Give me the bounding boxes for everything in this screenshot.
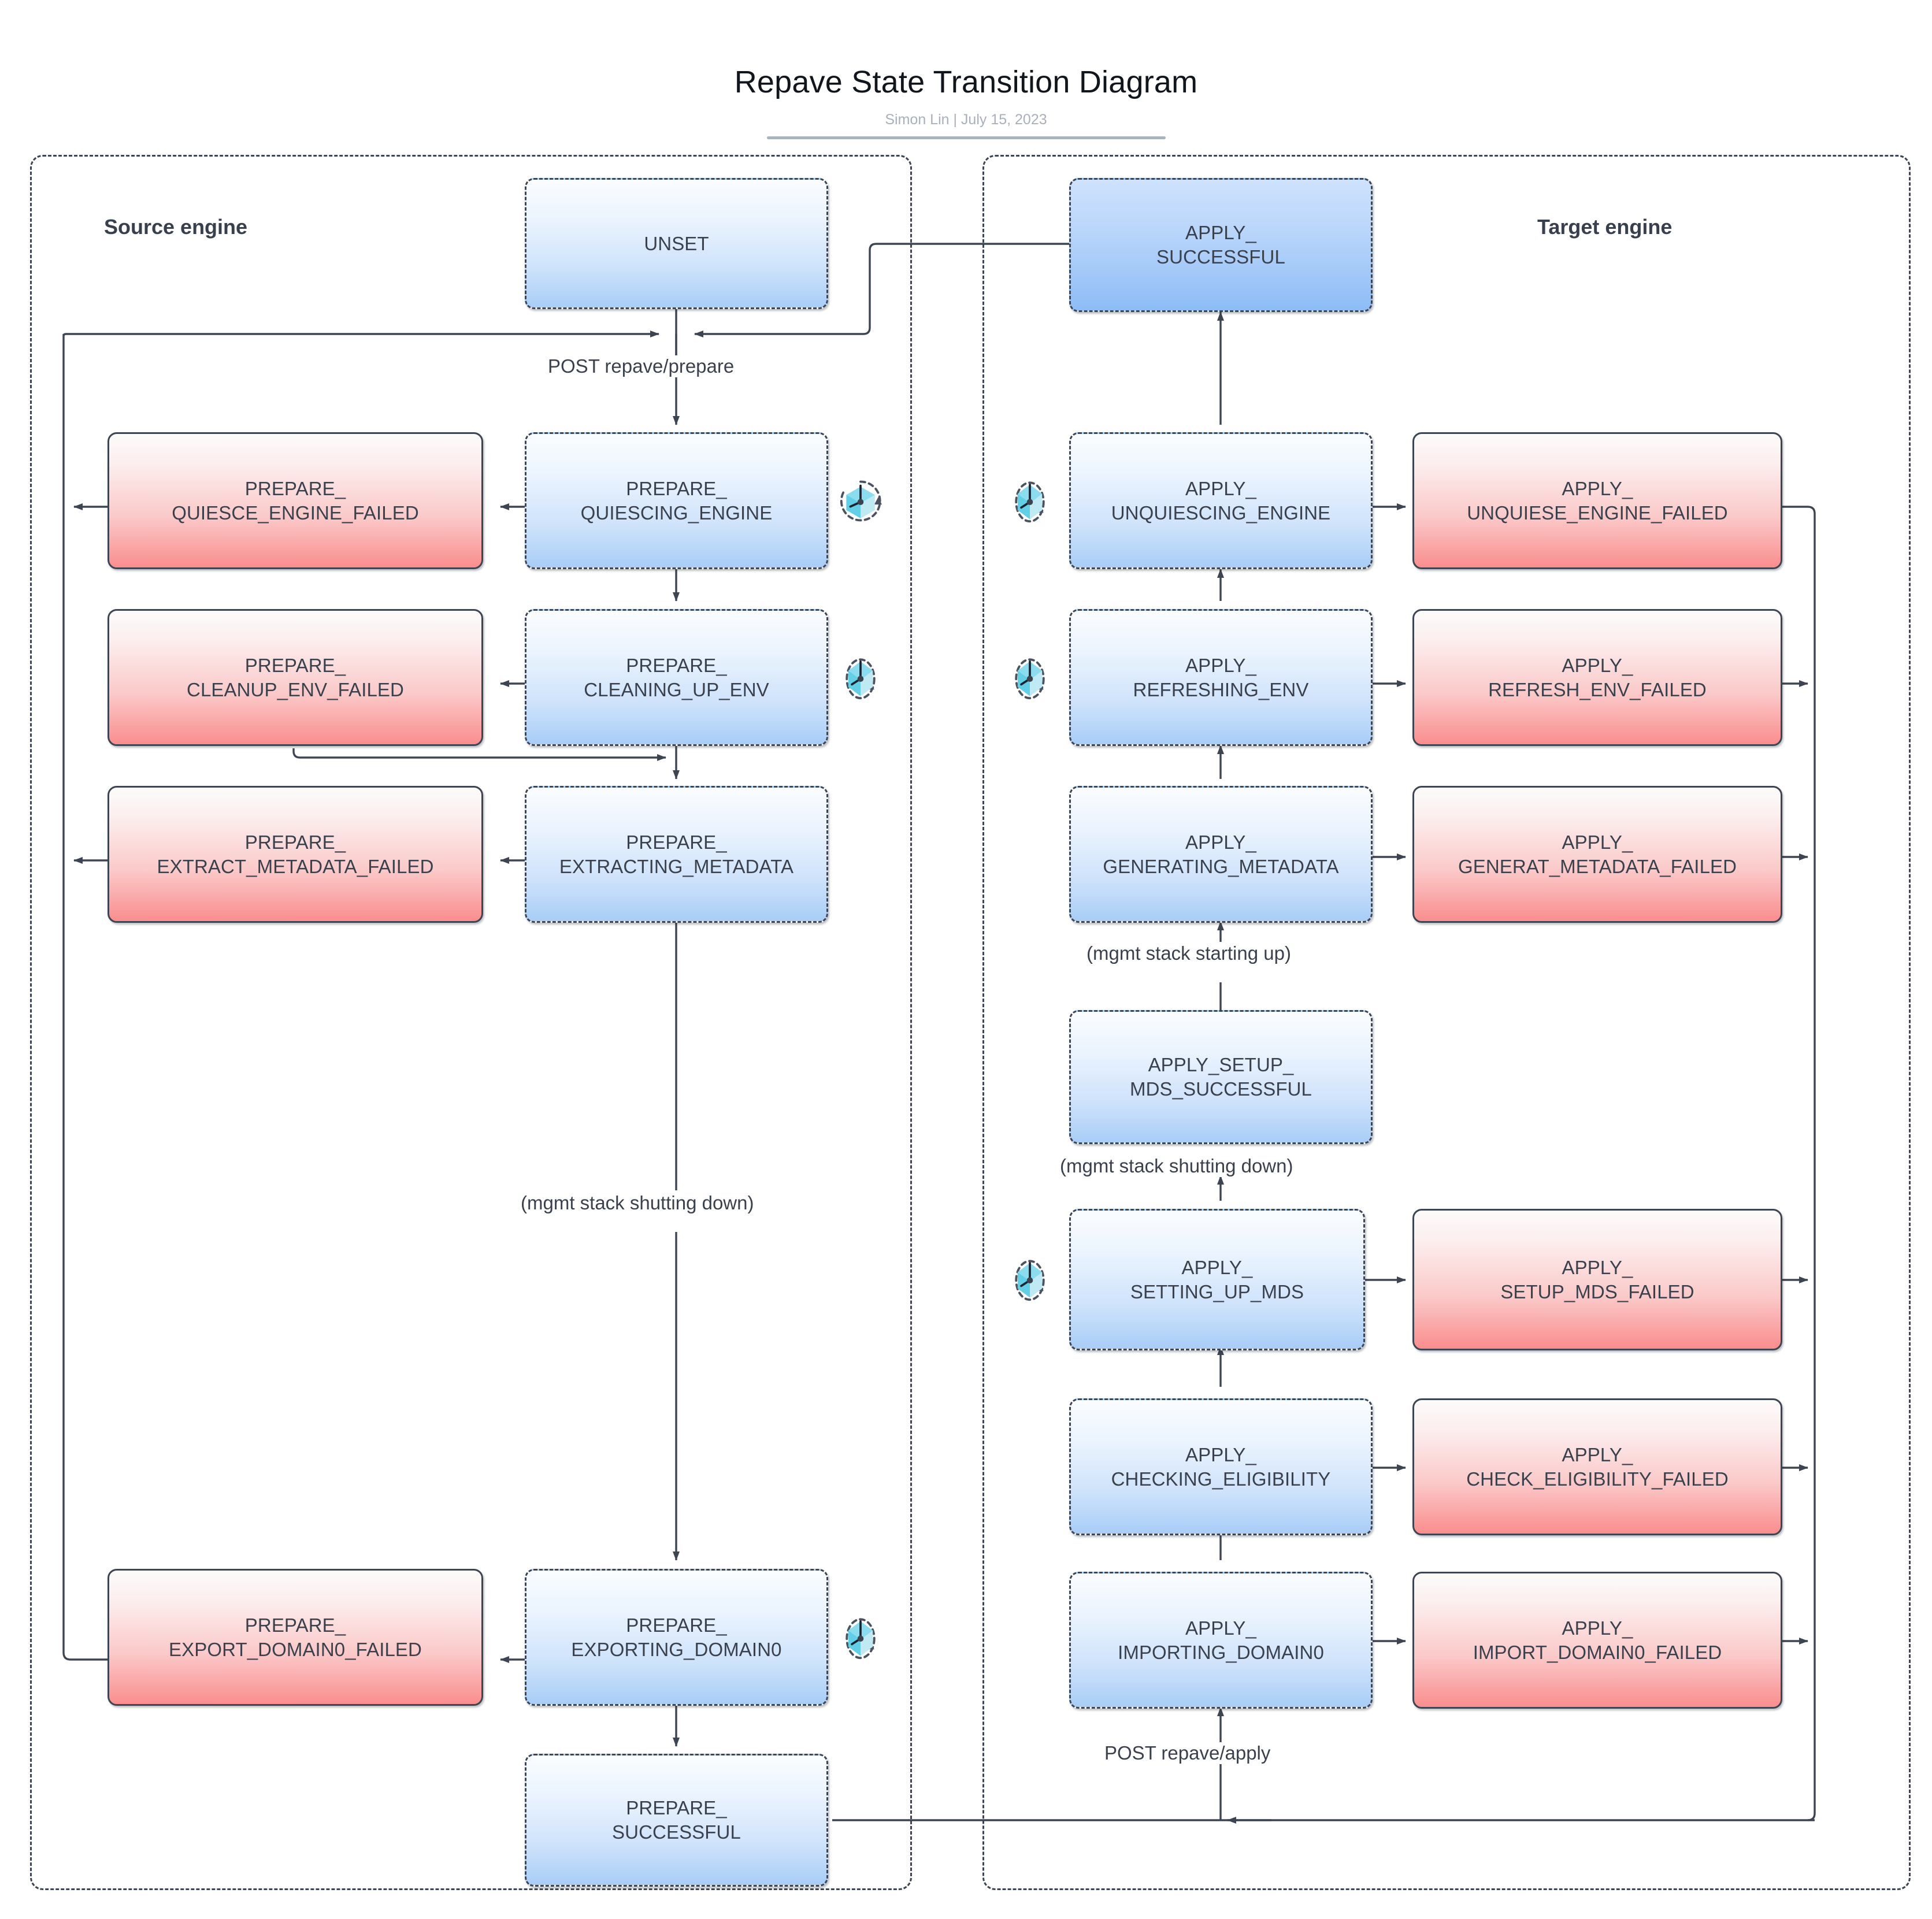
state-prepare-quiesce-engine-failed[interactable]: PREPARE_ QUIESCE_ENGINE_FAILED: [107, 432, 483, 569]
state-apply-generat-metadata-failed[interactable]: APPLY_ GENERAT_METADATA_FAILED: [1412, 786, 1782, 923]
state-apply-checking-eligibility-label: APPLY_ CHECKING_ELIGIBILITY: [1111, 1443, 1331, 1490]
state-apply-setup-mds-successful-label: APPLY_SETUP_ MDS_SUCCESSFUL: [1130, 1054, 1312, 1100]
diagram-header: Repave State Transition Diagram Simon Li…: [0, 0, 1932, 139]
state-apply-unquiescing-engine[interactable]: APPLY_ UNQUIESCING_ENGINE: [1069, 432, 1373, 569]
state-apply-importing-domain0-label: APPLY_ IMPORTING_DOMAIN0: [1118, 1617, 1324, 1663]
lane-target-engine-label: Target engine: [1537, 215, 1673, 239]
edge-label-mgmt-stack-starting-up-target: (mgmt stack starting up): [1082, 942, 1296, 964]
state-apply-successful[interactable]: APPLY_ SUCCESSFUL: [1069, 178, 1373, 312]
state-apply-check-eligibility-failed-label: APPLY_ CHECK_ELIGIBILITY_FAILED: [1466, 1443, 1729, 1490]
state-prepare-quiesce-engine-failed-label: PREPARE_ QUIESCE_ENGINE_FAILED: [172, 477, 419, 524]
retry-timer-icon-apply-unquiescing-engine: [1004, 476, 1055, 526]
edge-label-mgmt-stack-shutting-down-target: (mgmt stack shutting down): [1055, 1155, 1298, 1177]
state-apply-unquiese-engine-failed[interactable]: APPLY_ UNQUIESE_ENGINE_FAILED: [1412, 432, 1782, 569]
state-prepare-extracting-metadata[interactable]: PREPARE_ EXTRACTING_METADATA: [525, 786, 828, 923]
state-prepare-extracting-metadata-label: PREPARE_ EXTRACTING_METADATA: [559, 831, 794, 877]
state-apply-importing-domain0[interactable]: APPLY_ IMPORTING_DOMAIN0: [1069, 1572, 1373, 1709]
retry-timer-icon-prepare-cleaning-up-env: [835, 652, 886, 703]
state-apply-successful-label: APPLY_ SUCCESSFUL: [1156, 222, 1285, 268]
page-title: Repave State Transition Diagram: [734, 65, 1198, 99]
byline: Simon Lin | July 15, 2023: [885, 112, 1047, 128]
retry-timer-icon-prepare-quiescing-engine: [835, 476, 886, 526]
state-apply-unquiescing-engine-label: APPLY_ UNQUIESCING_ENGINE: [1111, 477, 1331, 524]
state-apply-generating-metadata-label: APPLY_ GENERATING_METADATA: [1103, 831, 1339, 877]
state-apply-setup-mds-successful[interactable]: APPLY_SETUP_ MDS_SUCCESSFUL: [1069, 1010, 1373, 1144]
state-apply-refreshing-env-label: APPLY_ REFRESHING_ENV: [1133, 654, 1309, 700]
state-apply-refresh-env-failed[interactable]: APPLY_ REFRESH_ENV_FAILED: [1412, 609, 1782, 746]
state-apply-setting-up-mds-label: APPLY_ SETTING_UP_MDS: [1130, 1256, 1304, 1302]
state-apply-refreshing-env[interactable]: APPLY_ REFRESHING_ENV: [1069, 609, 1373, 746]
lane-source-engine-label: Source engine: [104, 215, 248, 239]
state-prepare-cleanup-env-failed[interactable]: PREPARE_ CLEANUP_ENV_FAILED: [107, 609, 483, 746]
state-prepare-quiescing-engine-label: PREPARE_ QUIESCING_ENGINE: [580, 477, 773, 524]
state-unset-label: UNSET: [644, 232, 709, 254]
state-prepare-cleaning-up-env-label: PREPARE_ CLEANING_UP_ENV: [584, 654, 769, 700]
state-prepare-exporting-domain0-label: PREPARE_ EXPORTING_DOMAIN0: [571, 1614, 782, 1660]
state-unset[interactable]: UNSET: [525, 178, 828, 309]
state-prepare-exporting-domain0[interactable]: PREPARE_ EXPORTING_DOMAIN0: [525, 1569, 828, 1706]
state-prepare-export-domain0-failed[interactable]: PREPARE_ EXPORT_DOMAIN0_FAILED: [107, 1569, 483, 1706]
retry-timer-icon-apply-refreshing-env: [1004, 652, 1055, 703]
edge-label-post-repave-apply: POST repave/apply: [1100, 1742, 1275, 1764]
state-apply-import-domain0-failed[interactable]: APPLY_ IMPORT_DOMAIN0_FAILED: [1412, 1572, 1782, 1709]
state-apply-setup-mds-failed[interactable]: APPLY_ SETUP_MDS_FAILED: [1412, 1209, 1782, 1350]
header-divider: [766, 136, 1166, 139]
retry-timer-icon-apply-setting-up-mds: [1004, 1254, 1055, 1305]
state-apply-generating-metadata[interactable]: APPLY_ GENERATING_METADATA: [1069, 786, 1373, 923]
retry-timer-icon-prepare-exporting-domain0: [835, 1612, 886, 1663]
state-apply-setting-up-mds[interactable]: APPLY_ SETTING_UP_MDS: [1069, 1209, 1365, 1350]
state-apply-unquiese-engine-failed-label: APPLY_ UNQUIESE_ENGINE_FAILED: [1467, 477, 1728, 524]
lane-source-engine: [30, 155, 912, 1890]
edge-label-post-repave-prepare: POST repave/prepare: [543, 355, 739, 377]
state-apply-import-domain0-failed-label: APPLY_ IMPORT_DOMAIN0_FAILED: [1473, 1617, 1722, 1663]
state-prepare-export-domain0-failed-label: PREPARE_ EXPORT_DOMAIN0_FAILED: [169, 1614, 422, 1660]
state-prepare-extract-metadata-failed-label: PREPARE_ EXTRACT_METADATA_FAILED: [157, 831, 434, 877]
state-prepare-successful[interactable]: PREPARE_ SUCCESSFUL: [525, 1754, 828, 1887]
state-prepare-cleaning-up-env[interactable]: PREPARE_ CLEANING_UP_ENV: [525, 609, 828, 746]
state-apply-refresh-env-failed-label: APPLY_ REFRESH_ENV_FAILED: [1488, 654, 1707, 700]
lane-target-engine: [982, 155, 1911, 1890]
state-apply-generat-metadata-failed-label: APPLY_ GENERAT_METADATA_FAILED: [1458, 831, 1737, 877]
state-prepare-cleanup-env-failed-label: PREPARE_ CLEANUP_ENV_FAILED: [187, 654, 404, 700]
state-prepare-successful-label: PREPARE_ SUCCESSFUL: [612, 1797, 741, 1843]
state-prepare-extract-metadata-failed[interactable]: PREPARE_ EXTRACT_METADATA_FAILED: [107, 786, 483, 923]
state-apply-checking-eligibility[interactable]: APPLY_ CHECKING_ELIGIBILITY: [1069, 1398, 1373, 1535]
state-apply-setup-mds-failed-label: APPLY_ SETUP_MDS_FAILED: [1500, 1256, 1694, 1302]
edge-label-mgmt-stack-shutting-down-source: (mgmt stack shutting down): [516, 1192, 759, 1214]
state-prepare-quiescing-engine[interactable]: PREPARE_ QUIESCING_ENGINE: [525, 432, 828, 569]
state-apply-check-eligibility-failed[interactable]: APPLY_ CHECK_ELIGIBILITY_FAILED: [1412, 1398, 1782, 1535]
